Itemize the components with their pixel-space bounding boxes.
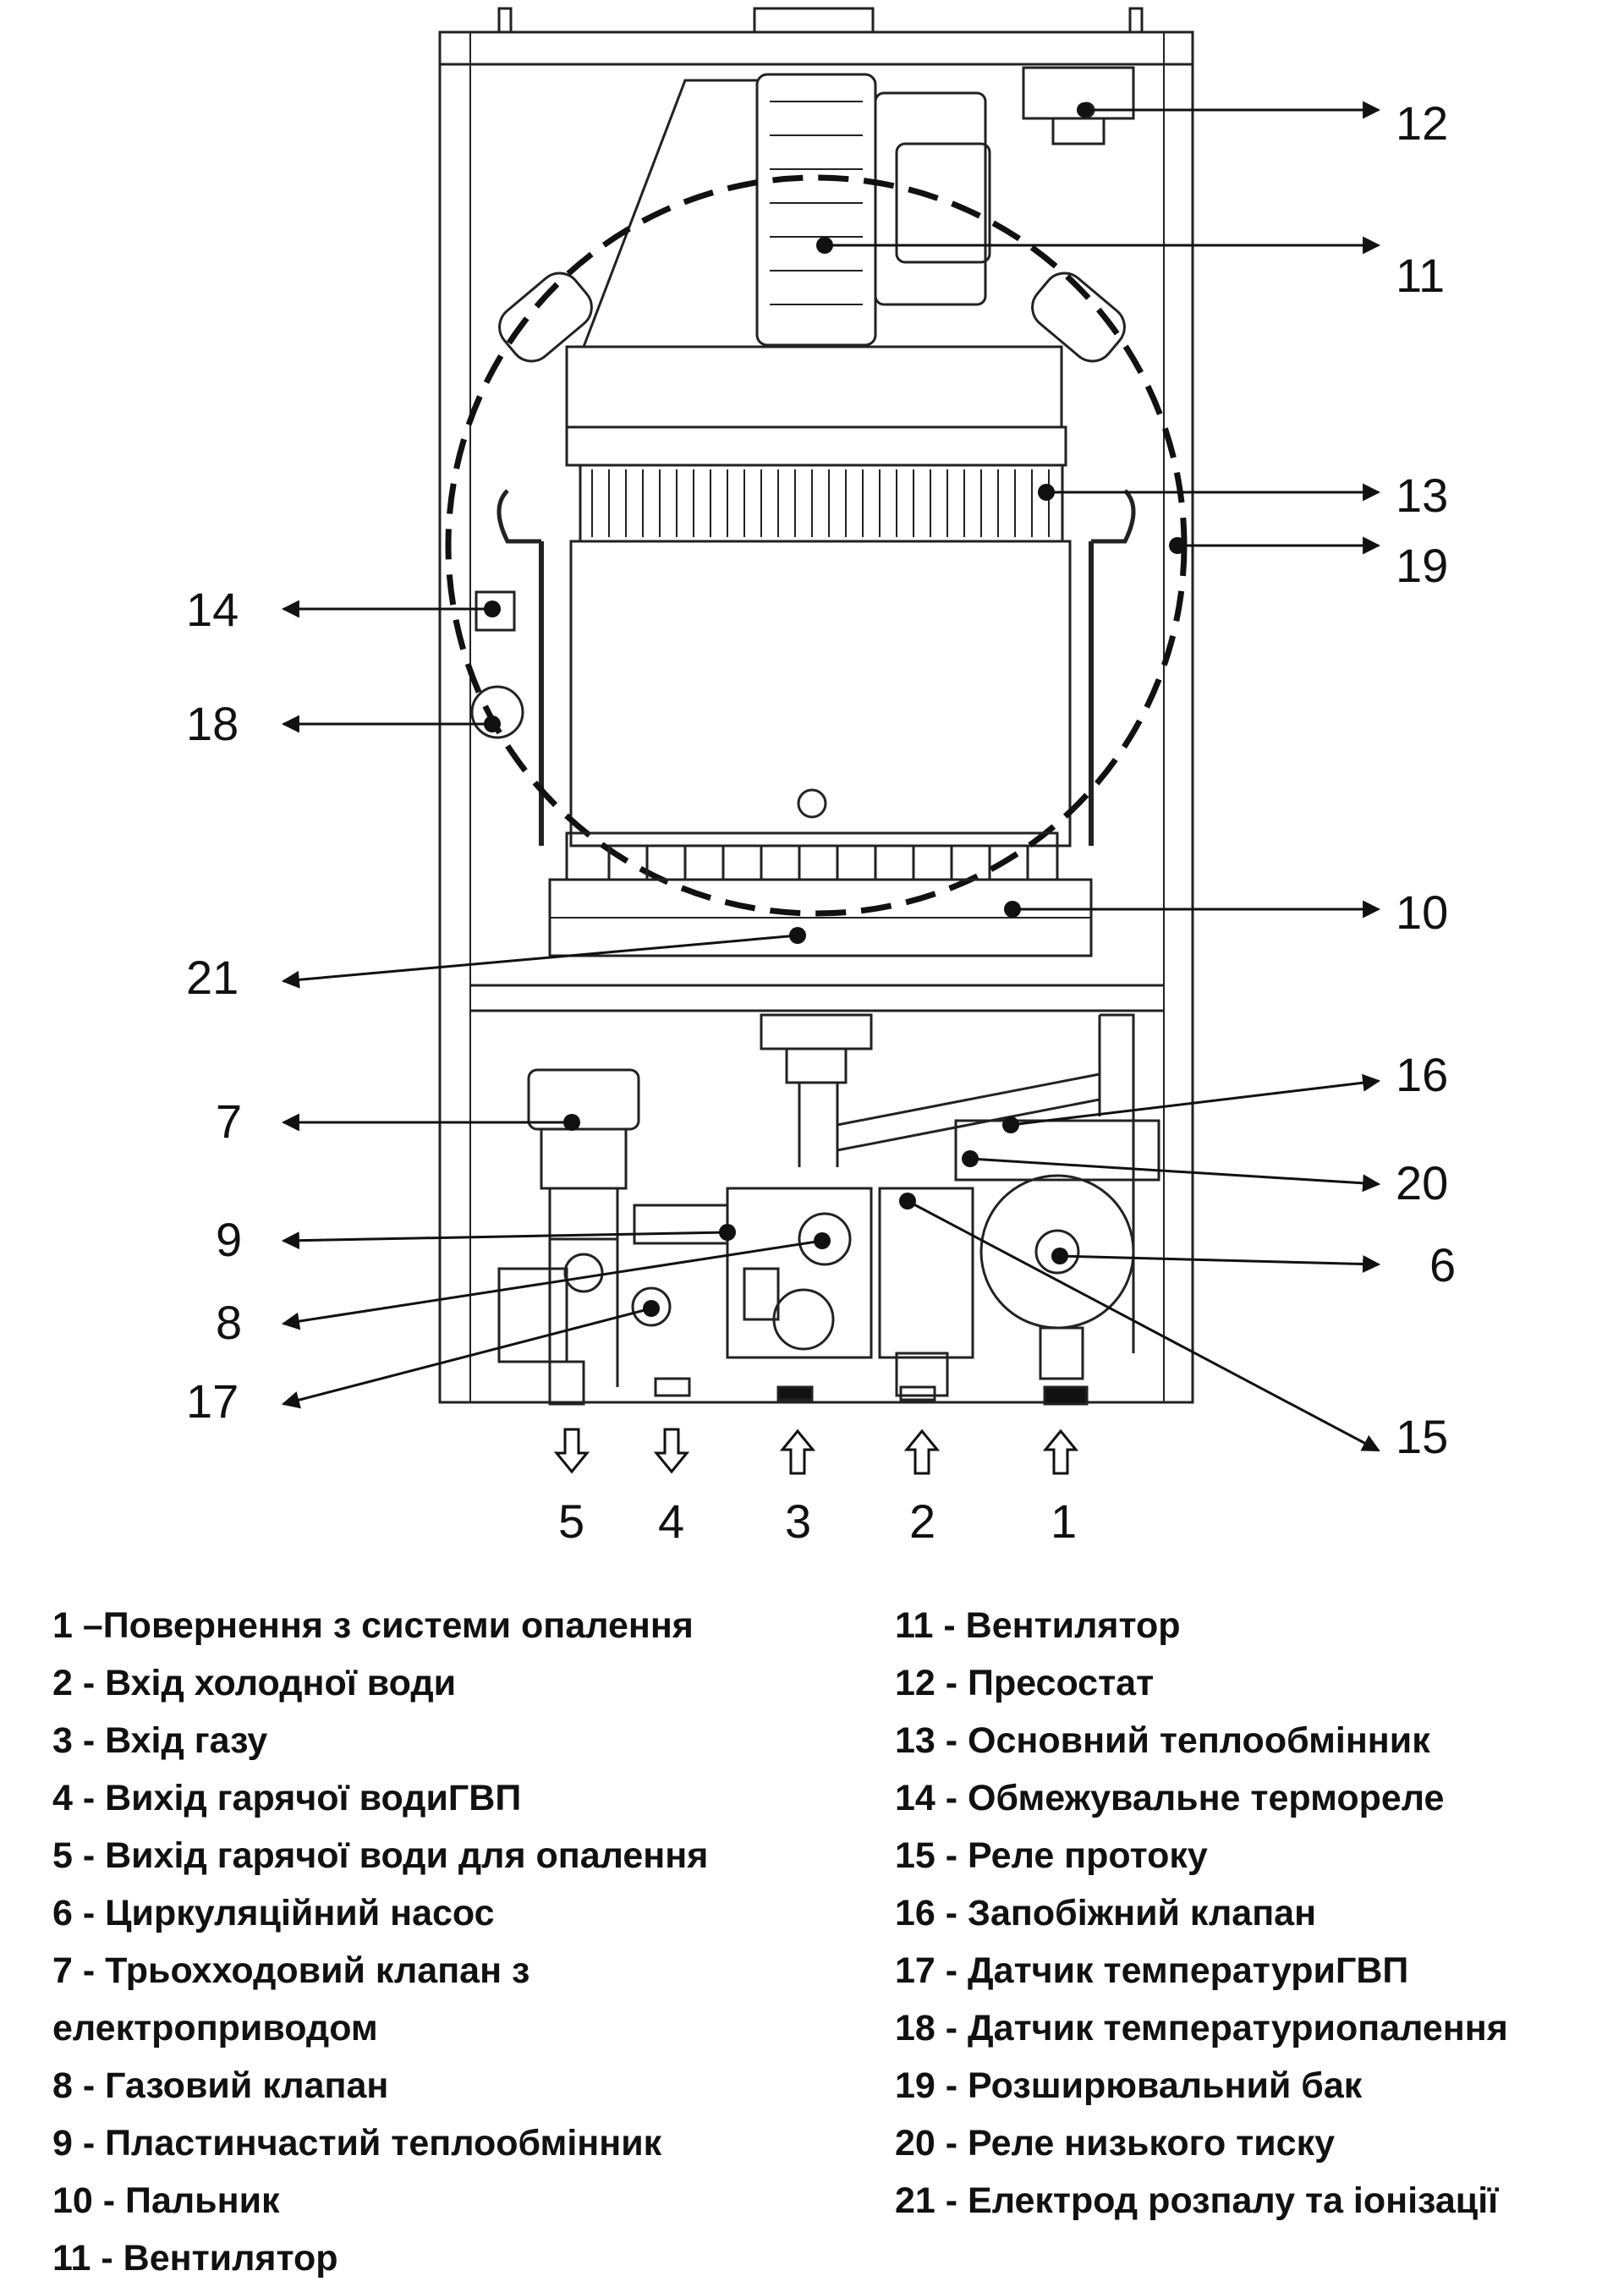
legend-item-2: 2 - Вхід холодної води <box>52 1663 457 1703</box>
callout-numbers: 12 11 13 19 14 18 10 21 16 7 20 9 6 8 17… <box>186 96 1456 1548</box>
legend-right-column: 11 - Вентилятор 12 - Пресостат 13 - Осно… <box>895 1597 1622 2229</box>
legend-item-8: 8 - Газовий клапан <box>52 2065 389 2106</box>
label-18: 18 <box>186 697 239 750</box>
legend-item-20: 20 - Реле низького тиску <box>895 2123 1336 2164</box>
main-heat-exchanger <box>497 345 1136 847</box>
burner <box>548 831 1093 957</box>
limit-thermostat <box>470 590 524 739</box>
expansion-vessel-mounts <box>498 271 1126 363</box>
arrow-inlet-3 <box>779 1429 816 1475</box>
label-15: 15 <box>1396 1410 1448 1463</box>
component-markers <box>484 102 1186 1317</box>
legend-item-15: 15 - Реле протоку <box>895 1835 1208 1876</box>
legend-item-11: 11 - Вентилятор <box>895 1605 1181 1646</box>
label-3: 3 <box>785 1495 811 1548</box>
label-19: 19 <box>1396 539 1448 592</box>
legend-item-5: 5 - Вихід гарячої води для опалення <box>52 1835 709 1876</box>
arrow-inlet-2 <box>903 1429 941 1475</box>
arrow-outlet-4 <box>653 1428 690 1474</box>
label-16: 16 <box>1396 1048 1448 1101</box>
legend-item-10: 10 - Пальник <box>52 2180 280 2221</box>
label-9: 9 <box>216 1213 242 1266</box>
label-13: 13 <box>1396 469 1448 522</box>
arrow-outlet-5 <box>553 1428 590 1474</box>
legend-item-17: 17 - Датчик температуриГВП <box>895 1950 1409 1991</box>
legend-item-4: 4 - Вихід гарячої водиГВП <box>52 1778 522 1818</box>
label-6: 6 <box>1429 1238 1456 1292</box>
legend-item-19: 19 - Розширювальний бак <box>895 2065 1363 2106</box>
label-21: 21 <box>186 951 239 1004</box>
label-1: 1 <box>1051 1495 1077 1548</box>
legend-item-9: 9 - Пластинчастий теплообмінник <box>52 2123 662 2164</box>
label-20: 20 <box>1396 1156 1448 1209</box>
expansion-vessel-outline <box>445 174 1188 917</box>
legend-item-16: 16 - Запобіжний клапан <box>895 1893 1317 1933</box>
fan <box>582 73 991 348</box>
legend-item-21: 21 - Електрод розпалу та іонізації <box>895 2180 1499 2221</box>
legend-item-11-left: 11 - Вентилятор <box>52 2238 338 2279</box>
label-17: 17 <box>186 1374 239 1428</box>
legend-item-1: 1 –Повернення з системи опалення <box>52 1605 694 1646</box>
legend-item-13: 13 - Основний теплообмінник <box>895 1720 1430 1761</box>
legend-item-14: 14 - Обмежувальне термореле <box>895 1778 1445 1818</box>
legend-item-6: 6 - Циркуляційний насос <box>52 1893 495 1933</box>
legend-item-12: 12 - Пресостат <box>895 1663 1155 1703</box>
boiler-diagram: 12 11 13 19 14 18 10 21 16 7 20 9 6 8 17… <box>186 7 1456 1548</box>
legend-left-column: 1 –Повернення з системи опалення 2 - Вхі… <box>52 1597 864 2287</box>
boiler-housing <box>438 7 1194 1404</box>
legend-item-7: 7 - Трьохходовий клапан з електроприводо… <box>52 1950 530 2048</box>
label-14: 14 <box>186 583 239 636</box>
label-5: 5 <box>558 1495 584 1548</box>
legend-item-3: 3 - Вхід газу <box>52 1720 268 1761</box>
arrow-inlet-1 <box>1042 1429 1079 1475</box>
hydraulic-group <box>497 1013 1160 1406</box>
leader-lines <box>281 101 1381 1452</box>
label-2: 2 <box>909 1495 935 1548</box>
connection-arrows <box>553 1428 1079 1475</box>
label-10: 10 <box>1396 886 1448 939</box>
label-7: 7 <box>216 1094 242 1148</box>
label-4: 4 <box>658 1495 684 1548</box>
label-12: 12 <box>1396 96 1448 150</box>
label-11: 11 <box>1396 249 1445 302</box>
legend-item-18: 18 - Датчик температуриопалення <box>895 2008 1508 2048</box>
label-8: 8 <box>216 1296 242 1349</box>
